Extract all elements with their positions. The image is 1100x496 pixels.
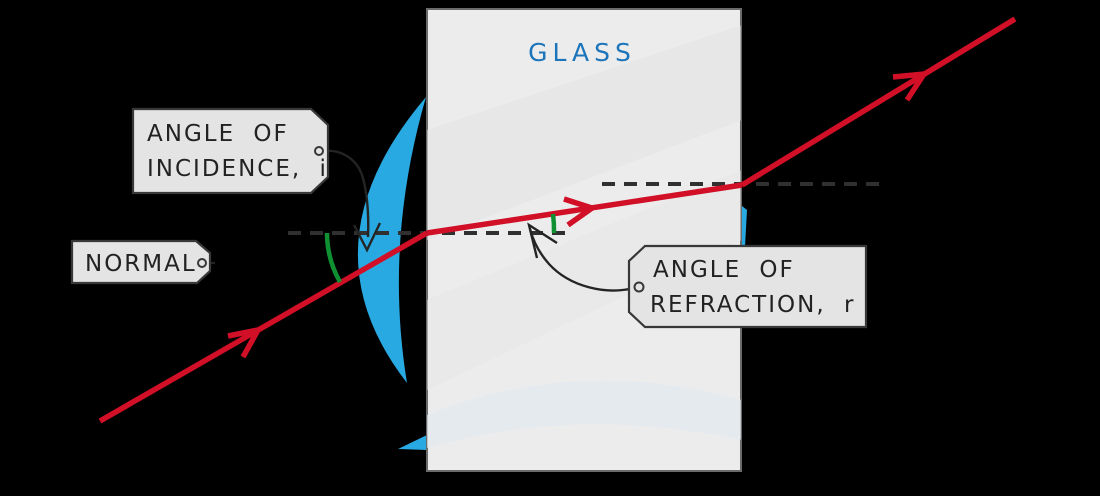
angle-of-incidence-arc bbox=[324, 232, 342, 284]
incidence-tag: ANGLE OF INCIDENCE, i bbox=[131, 107, 330, 195]
normal-tag: NORMAL bbox=[70, 239, 212, 285]
incidence-tag-line2: INCIDENCE, i bbox=[147, 156, 328, 182]
refraction-tag: ANGLE OF REFRACTION, r bbox=[627, 244, 868, 329]
refraction-tag-line2: REFRACTION, r bbox=[650, 292, 855, 318]
incidence-pointer-arrowhead bbox=[352, 222, 382, 253]
emergent-ray bbox=[740, 16, 1017, 188]
refraction-tag-shape bbox=[627, 244, 868, 329]
watermark-swoosh bbox=[427, 380, 741, 448]
watermark bbox=[427, 25, 741, 448]
incidence-pointer-line bbox=[322, 149, 370, 238]
refraction-tag-line1: ANGLE OF bbox=[653, 257, 795, 283]
incidence-tag-line1: ANGLE OF bbox=[147, 121, 289, 147]
normal-tag-line1: NORMAL bbox=[85, 251, 197, 277]
angle-of-refraction-arc bbox=[550, 213, 557, 234]
incidence-tag-shape bbox=[131, 107, 330, 195]
logo-sliver bbox=[742, 206, 747, 247]
incident-ray-arrowhead bbox=[227, 326, 264, 359]
refracted-ray bbox=[426, 182, 743, 236]
watermark-band-upper bbox=[427, 25, 741, 240]
refraction-tag-hole bbox=[633, 281, 645, 293]
emergent-ray-arrowhead bbox=[892, 70, 930, 102]
logo-crescent bbox=[357, 97, 426, 383]
normal-tag-shape bbox=[70, 239, 212, 285]
incidence-tag-hole bbox=[314, 146, 324, 156]
logo-plane-tail bbox=[398, 435, 427, 450]
glass-label: GLASS bbox=[528, 38, 636, 67]
refraction-pointer-line bbox=[528, 228, 635, 292]
normal-tag-hole bbox=[197, 258, 207, 268]
incident-ray bbox=[98, 230, 429, 424]
watermark-band-lower bbox=[427, 170, 741, 390]
refraction-pointer-arrowhead bbox=[527, 222, 558, 259]
refracted-ray-arrowhead bbox=[563, 196, 599, 228]
